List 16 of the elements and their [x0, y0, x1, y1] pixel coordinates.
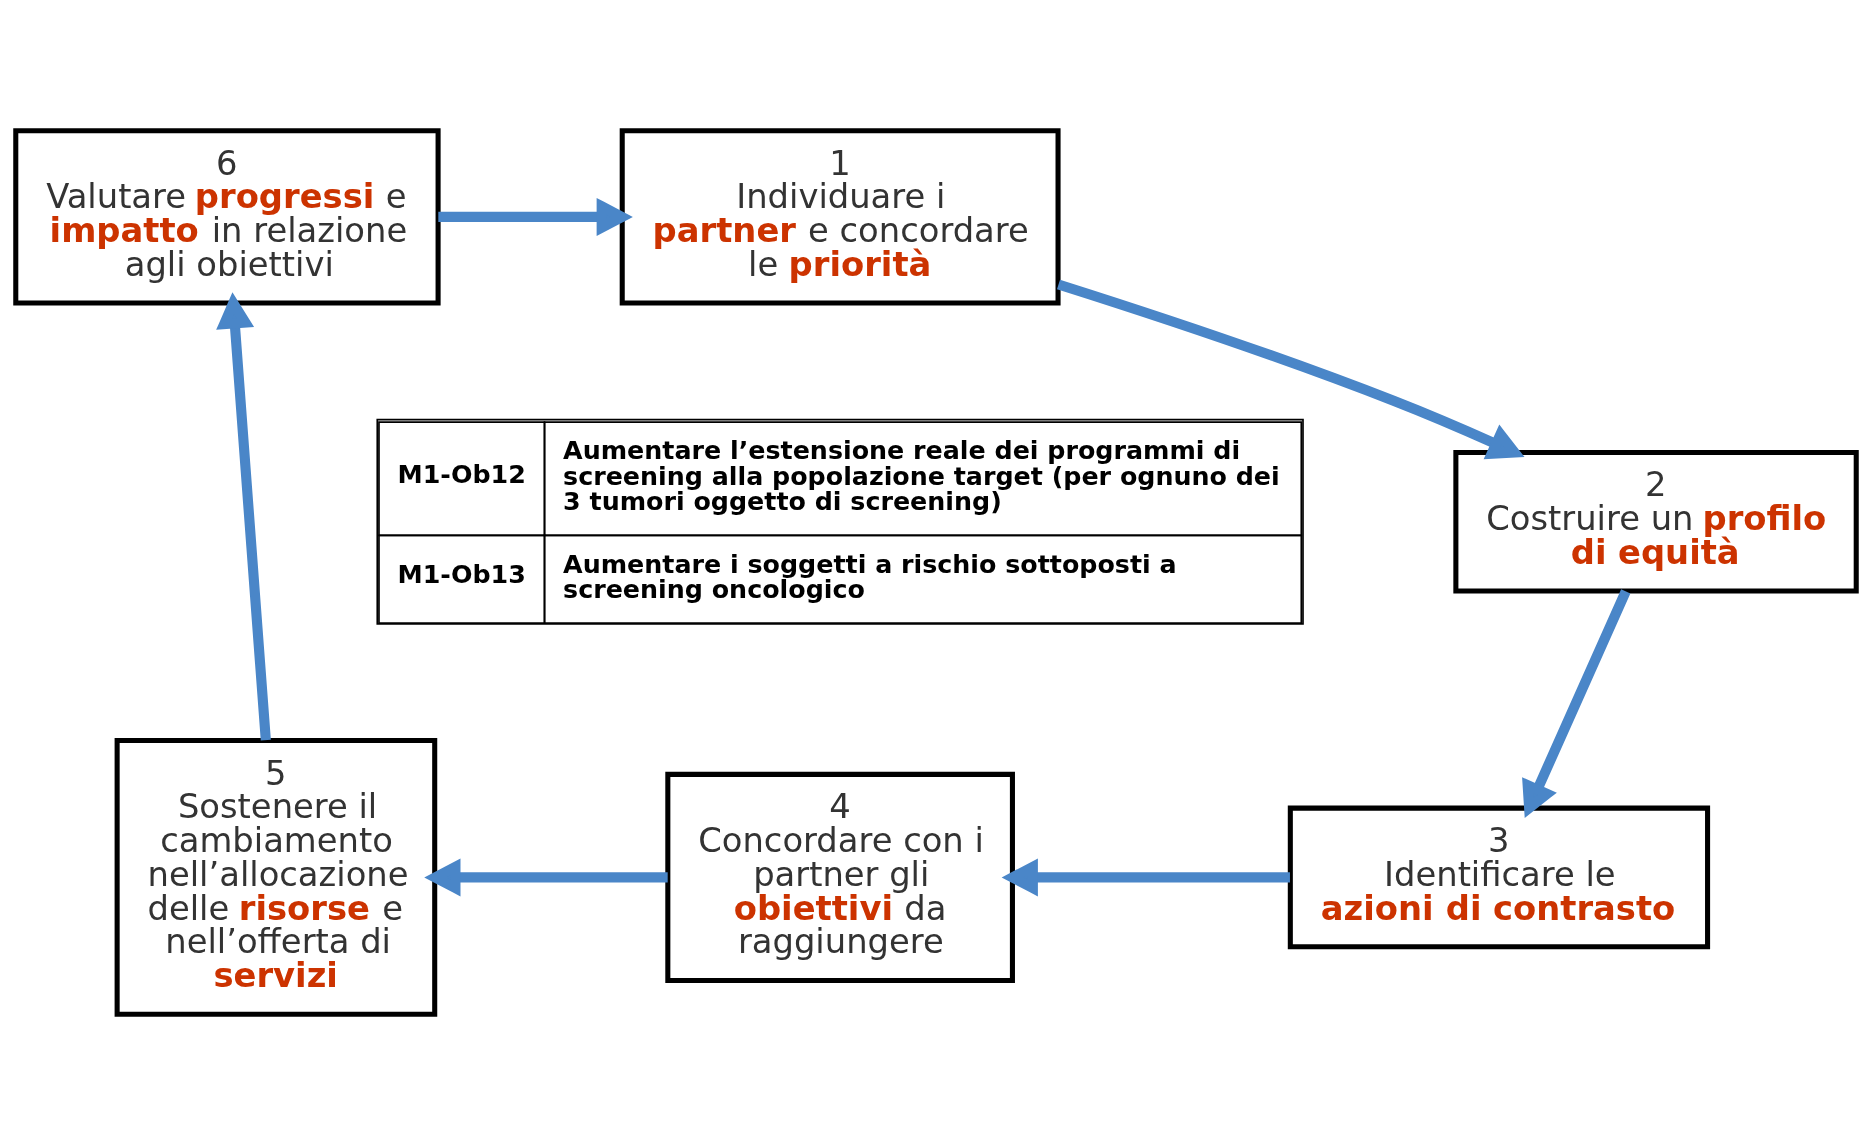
label: Aumentare i soggetti a rischio sottoposti a screening oncologico [563, 548, 1177, 604]
arrow [1522, 588, 1631, 818]
label: Aumentare l’estensione reale dei programmi di screening alla popolazione target (per ognuno dei 3 tumori oggetto di screening) [563, 434, 1280, 516]
node-box: 6 Valutare progressi e impatto in relazione agli obiettivi [13, 127, 441, 306]
node-box: 4 Concordare con i partner gli obiettivi da raggiungere [665, 771, 1015, 983]
node-box: 3 Identificare le azioni di contrasto [1287, 805, 1711, 949]
arrow [216, 291, 271, 740]
arrow [438, 197, 633, 236]
arrow [1056, 279, 1525, 459]
node-box: 5 Sostenere il cambiamento nell’allocazione delle risorse e nell’offerta di servizi [114, 737, 438, 1017]
label: M1-Ob12 [397, 458, 526, 489]
node-box: 1 Individuare i partner e concordare le priorità [619, 127, 1061, 306]
arrow [424, 857, 668, 896]
label: M1-Ob13 [397, 558, 526, 589]
arrow [1001, 857, 1290, 896]
node-box: 2 Costruire un profilo di equità [1453, 449, 1859, 594]
